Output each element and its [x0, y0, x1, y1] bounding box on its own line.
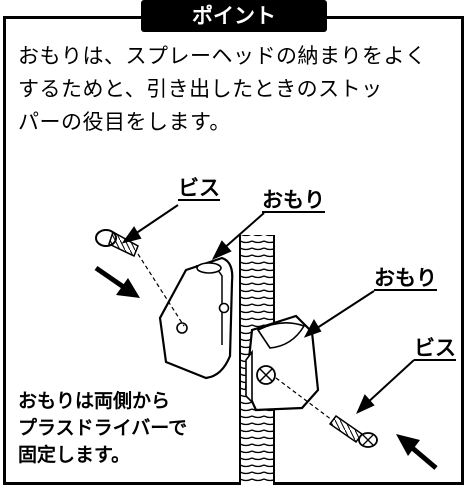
intro-text: おもりは、スプレーヘッドの納まりをよく するためと、引き出したときのストッ パー… [18, 40, 458, 139]
point-badge: ポイント [141, 0, 327, 32]
note-line-1: おもりは両側から [18, 390, 171, 412]
screw-right [328, 414, 378, 448]
label-leader-lines [121, 204, 415, 415]
label-screw-top: ビス [178, 176, 220, 200]
intro-line-2: するためと、引き出したときのストッ [18, 77, 383, 101]
screw-left [95, 229, 139, 258]
intro-line-1: おもりは、スプレーヘッドの納まりをよく [18, 44, 427, 68]
label-weight-top: おもり [262, 188, 325, 212]
note-line-2: プラスドライバーで [18, 417, 188, 439]
push-arrow-left [94, 265, 140, 298]
weight-half-right [244, 314, 320, 412]
label-screw-right: ビス [414, 336, 456, 360]
fixing-note: おもりは両側から プラスドライバーで 固定します。 [18, 388, 238, 469]
note-line-3: 固定します。 [18, 444, 131, 466]
assembly-axis-lines [137, 253, 333, 421]
push-arrow-right [396, 434, 438, 470]
weight-half-left [158, 256, 234, 380]
label-weight-right: おもり [374, 266, 437, 290]
intro-line-3: パーの役目をします。 [18, 110, 231, 134]
